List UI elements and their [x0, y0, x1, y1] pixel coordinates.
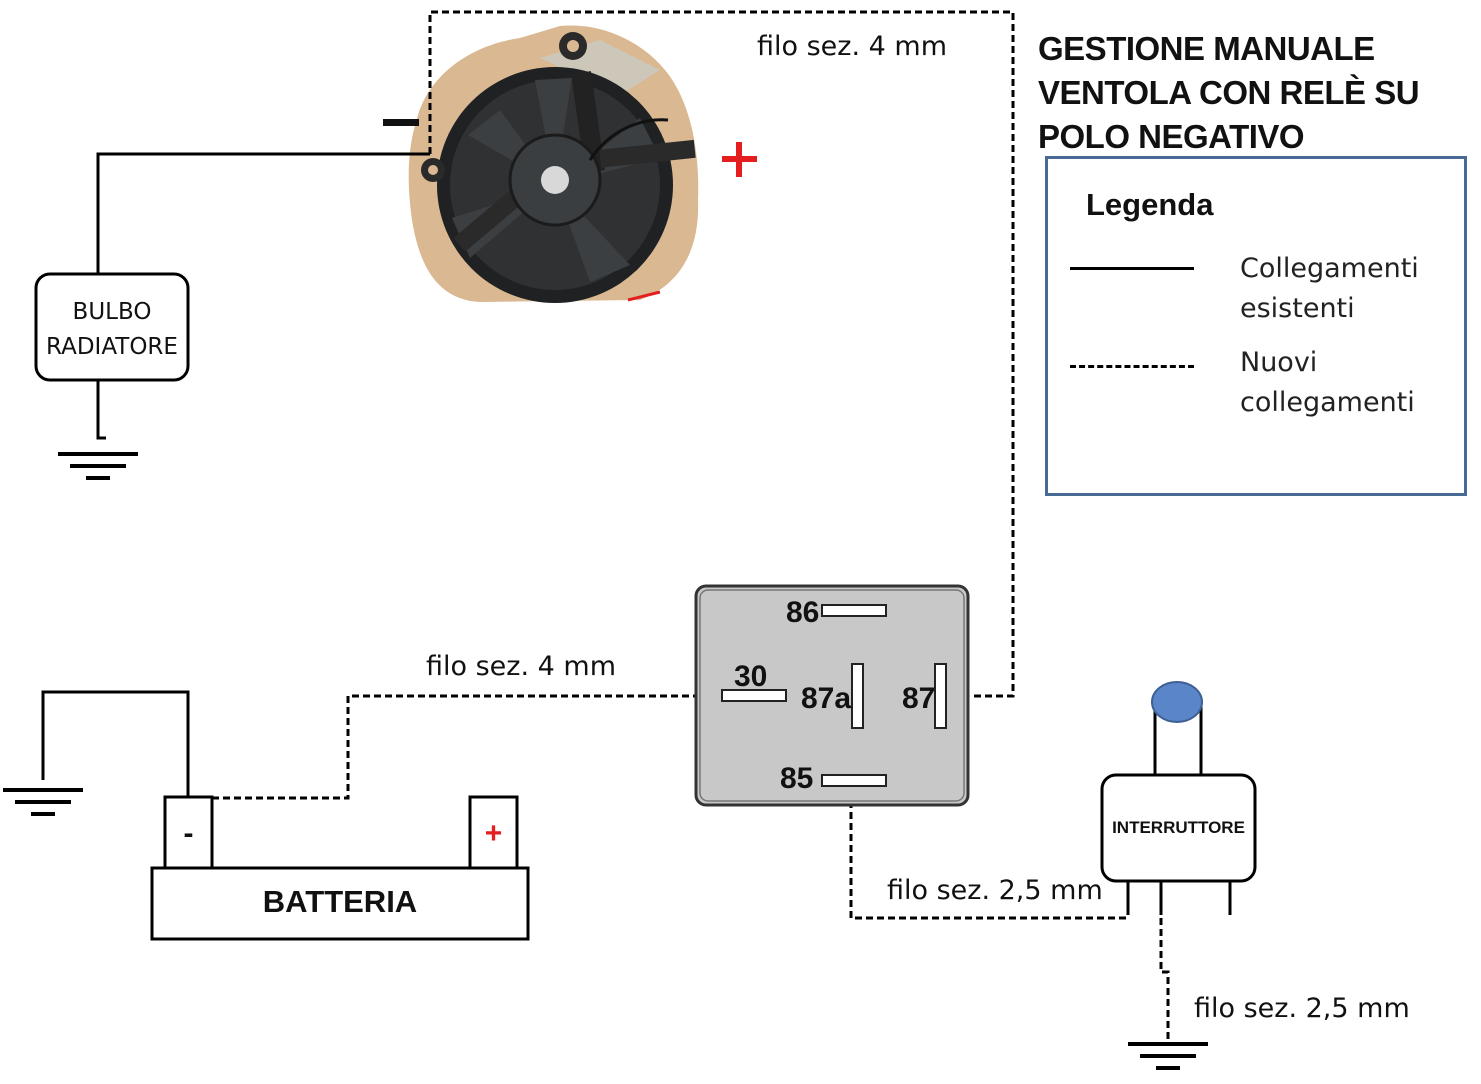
legend-box: Legenda Collegamenti esistenti Nuovi col…: [1045, 156, 1467, 496]
relay-pin-86-label: 86: [786, 596, 819, 629]
ground-symbol-bulbo: [58, 452, 138, 480]
relay-pin-85-blade: [821, 774, 887, 787]
battery-neg-label: -: [183, 817, 194, 850]
wire-label-fan-relay: filo sez. 4 mm: [757, 31, 947, 62]
legend-title: Legenda: [1086, 187, 1214, 222]
battery-pos-label: +: [484, 817, 503, 850]
relay-pin-86-blade: [821, 604, 887, 617]
legend-item-new-line1: Nuovi: [1240, 347, 1318, 378]
fan-plus-mark-v: [736, 142, 742, 177]
wire-bulbo-to-ground: [96, 380, 106, 440]
switch-label: INTERRUTTORE: [1112, 818, 1245, 837]
title-line-1: GESTIONE MANUALE: [1038, 30, 1375, 67]
battery-pos-terminal: [468, 795, 519, 870]
wire-switch-to-ground: [1159, 918, 1170, 1040]
wire-fan-to-relay-87: [428, 10, 1015, 698]
ground-symbol-switch: [1128, 1042, 1208, 1070]
legend-dashed-line: [1070, 365, 1194, 368]
switch-body: [1100, 773, 1257, 883]
wire-battery-neg-to-ground: [41, 690, 190, 797]
legend-item-new: Nuovi collegamenti: [1240, 343, 1415, 423]
relay-pin-30-label: 30: [734, 660, 767, 693]
title-line-3: POLO NEGATIVO: [1038, 118, 1305, 155]
relay-pin-30-blade: [721, 689, 787, 702]
fan-minus-mark: [383, 119, 419, 126]
bulbo-radiatore-box: [34, 272, 190, 382]
wire-relay-85-to-switch: [849, 790, 1128, 920]
relay-body: [694, 584, 970, 807]
legend-solid-line: [1070, 267, 1194, 270]
wire-label-battery-relay: filo sez. 4 mm: [426, 651, 616, 682]
wire-label-switch-ground: filo sez. 2,5 mm: [1194, 993, 1410, 1024]
legend-item-existing-line1: Collegamenti: [1240, 253, 1419, 284]
relay-pin-87a-blade: [851, 663, 864, 729]
title-line-2: VENTOLA CON RELÈ SU: [1038, 74, 1420, 111]
new-wires: [212, 10, 1170, 1040]
switch-knob: [1151, 681, 1203, 723]
fan-polarity-marks: [383, 119, 757, 177]
bulbo-radiatore-label: BULBO RADIATORE: [36, 295, 188, 365]
wire-label-relay-switch: filo sez. 2,5 mm: [887, 875, 1103, 906]
relay-pin-87a-label: 87a: [801, 682, 851, 715]
battery: [150, 795, 530, 941]
legend-item-new-line2: collegamenti: [1240, 387, 1415, 418]
wire-battery-to-relay-30: [212, 694, 695, 800]
relay: 86 30 87a 87 85: [694, 584, 970, 807]
legend-item-existing-line2: esistenti: [1240, 293, 1355, 324]
cooling-fan-icon: [408, 25, 699, 303]
wire-fan-minus-to-bulbo: [96, 152, 428, 274]
existing-wires: [41, 152, 430, 797]
relay-pin-87-label: 87: [902, 682, 935, 715]
bulbo-label-line2: RADIATORE: [46, 334, 178, 360]
switch: [1100, 681, 1257, 915]
ground-symbol-battery: [3, 788, 83, 816]
legend-item-existing: Collegamenti esistenti: [1240, 249, 1419, 329]
battery-neg-terminal: [163, 795, 214, 870]
battery-label: BATTERIA: [262, 884, 418, 919]
battery-body: [150, 866, 530, 941]
bulbo-label-line1: BULBO: [72, 299, 152, 325]
relay-pin-87-blade: [934, 663, 947, 729]
relay-pin-85-label: 85: [780, 762, 813, 795]
